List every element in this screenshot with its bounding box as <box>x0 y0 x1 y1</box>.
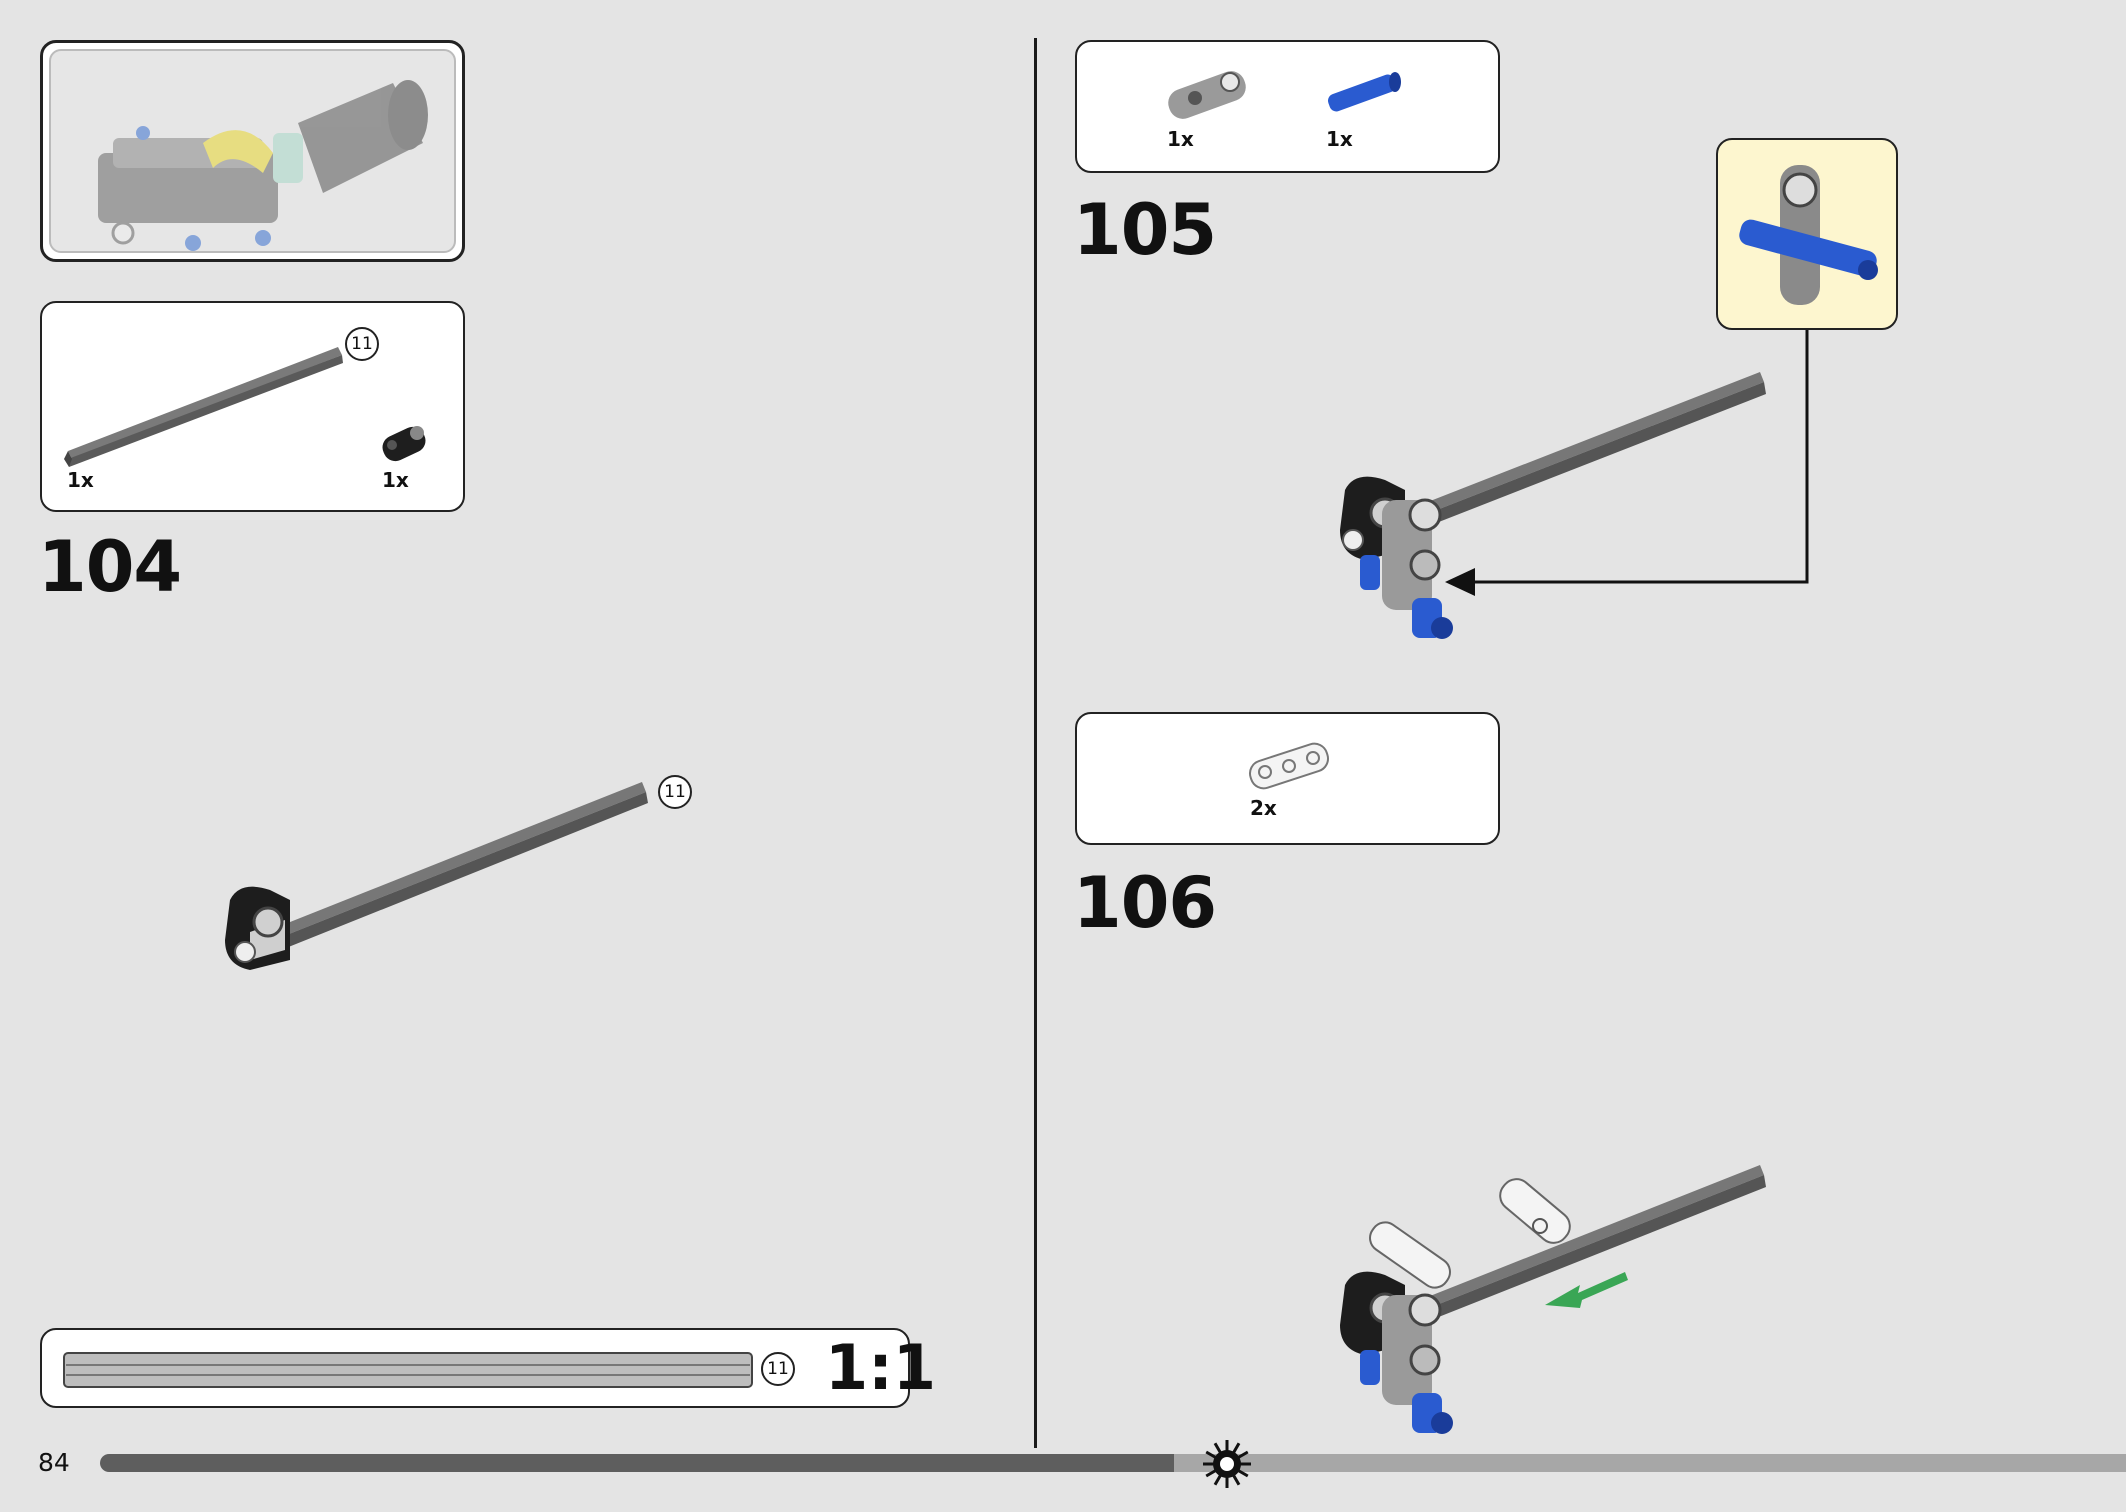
gray-connector-qty: 1x <box>1167 127 1194 151</box>
gray-connector-part-image <box>1168 71 1246 119</box>
scale-length-badge: 11 <box>761 1352 795 1386</box>
callout-subassembly-image <box>1739 165 1878 305</box>
progress-bar <box>100 1454 2126 1472</box>
step-106-number: 106 <box>1073 862 1217 944</box>
black-connector-qty: 1x <box>382 468 409 492</box>
step-104-parts-panel: 11 1x 1x <box>40 301 465 512</box>
step-104-assembly-image <box>225 782 648 970</box>
assembly-length-badge: 11 <box>658 775 692 809</box>
page-divider <box>1034 38 1037 1448</box>
step-106-parts-panel: 2x <box>1075 712 1500 845</box>
step-105-parts-panel: 1x 1x <box>1075 40 1500 173</box>
white-beam-part-image <box>1249 742 1329 790</box>
scale-reference-box: 11 1:1 <box>40 1328 936 1408</box>
blue-pin-part-image <box>1328 72 1401 112</box>
axle-part-image <box>64 347 343 467</box>
axle-length-badge: 11 <box>345 327 379 361</box>
step-105-callout <box>1716 138 1898 330</box>
progress-fill <box>100 1454 1174 1472</box>
white-beam-qty: 2x <box>1250 796 1277 820</box>
step-104-number: 104 <box>38 526 182 608</box>
page-number: 84 <box>38 1448 70 1477</box>
black-connector-part-image <box>382 426 426 462</box>
blue-pin-qty: 1x <box>1326 127 1353 151</box>
axle-qty: 1x <box>67 468 94 492</box>
scale-axle-image <box>63 1352 753 1388</box>
gear-sun-icon <box>1203 1440 1251 1488</box>
subassembly-preview-panel <box>40 40 465 262</box>
scale-ratio-label: 1:1 <box>825 1331 937 1404</box>
subassembly-preview-image <box>98 80 428 251</box>
step-105-number: 105 <box>1073 189 1217 271</box>
